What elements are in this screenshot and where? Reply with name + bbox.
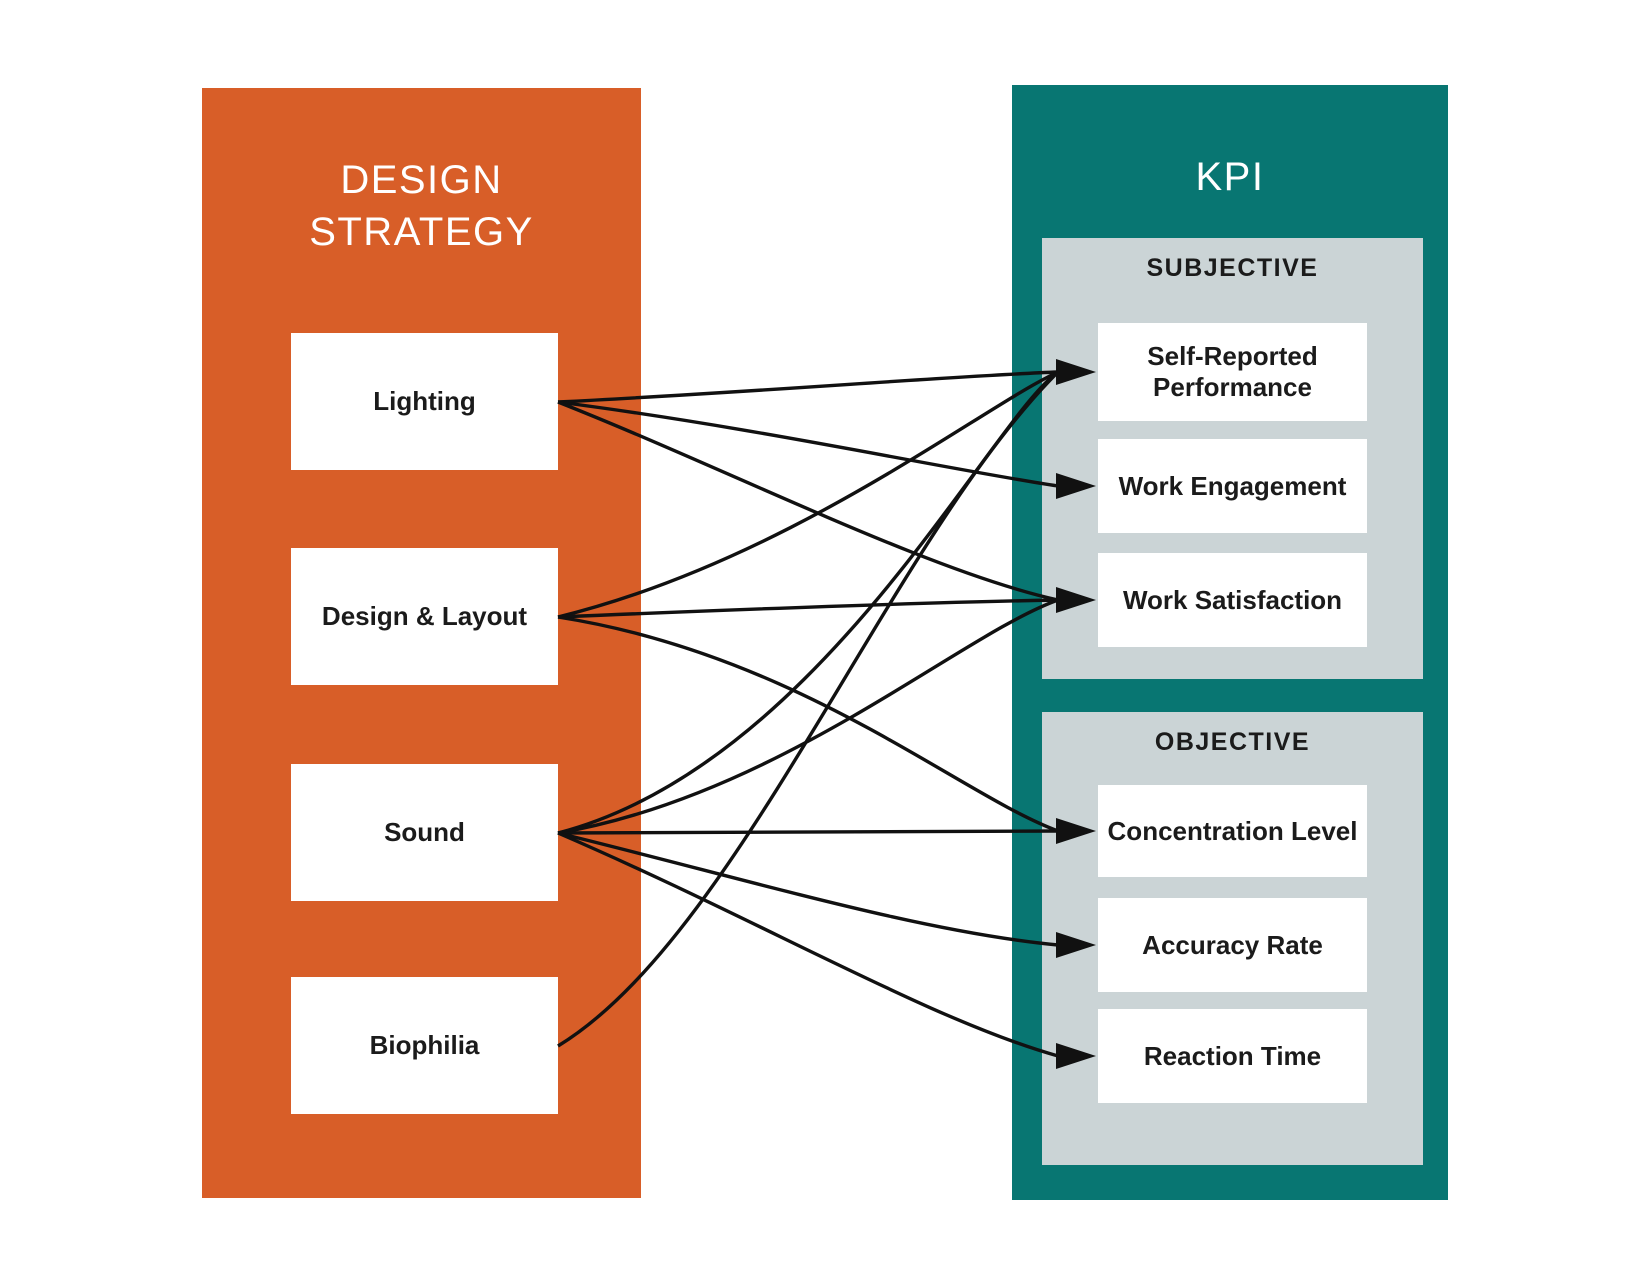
node-design-layout: Design & Layout	[291, 548, 558, 685]
node-accuracy-rate: Accuracy Rate	[1098, 898, 1367, 992]
kpi-title: KPI	[1195, 155, 1265, 199]
node-biophilia: Biophilia	[291, 977, 558, 1114]
node-work-engagement-label: Work Engagement	[1118, 470, 1347, 501]
node-biophilia-label: Biophilia	[369, 1030, 480, 1061]
node-lighting-label: Lighting	[373, 386, 476, 417]
design-strategy-title-line2: STRATEGY	[309, 210, 534, 254]
design-strategy-title-line1: DESIGN	[340, 158, 503, 202]
node-concentration-level-label: Concentration Level	[1107, 815, 1358, 846]
node-self-reported-performance: Self-Reported Performance	[1098, 323, 1367, 421]
node-sound-label: Sound	[384, 817, 465, 848]
design-strategy-title: DESIGN STRATEGY	[202, 88, 641, 258]
node-self-reported-performance-label: Self-Reported Performance	[1147, 341, 1318, 402]
objective-group-title: OBJECTIVE	[1154, 728, 1311, 756]
node-design-layout-label: Design & Layout	[321, 601, 528, 632]
node-work-satisfaction-label: Work Satisfaction	[1122, 584, 1343, 615]
node-lighting: Lighting	[291, 333, 558, 470]
node-reaction-time: Reaction Time	[1098, 1009, 1367, 1103]
node-concentration-level: Concentration Level	[1098, 785, 1367, 877]
subjective-group-title: SUBJECTIVE	[1146, 254, 1319, 282]
node-reaction-time-label: Reaction Time	[1143, 1040, 1322, 1071]
node-work-satisfaction: Work Satisfaction	[1098, 553, 1367, 647]
node-sound: Sound	[291, 764, 558, 901]
node-work-engagement: Work Engagement	[1098, 439, 1367, 533]
node-accuracy-rate-label: Accuracy Rate	[1142, 929, 1323, 960]
